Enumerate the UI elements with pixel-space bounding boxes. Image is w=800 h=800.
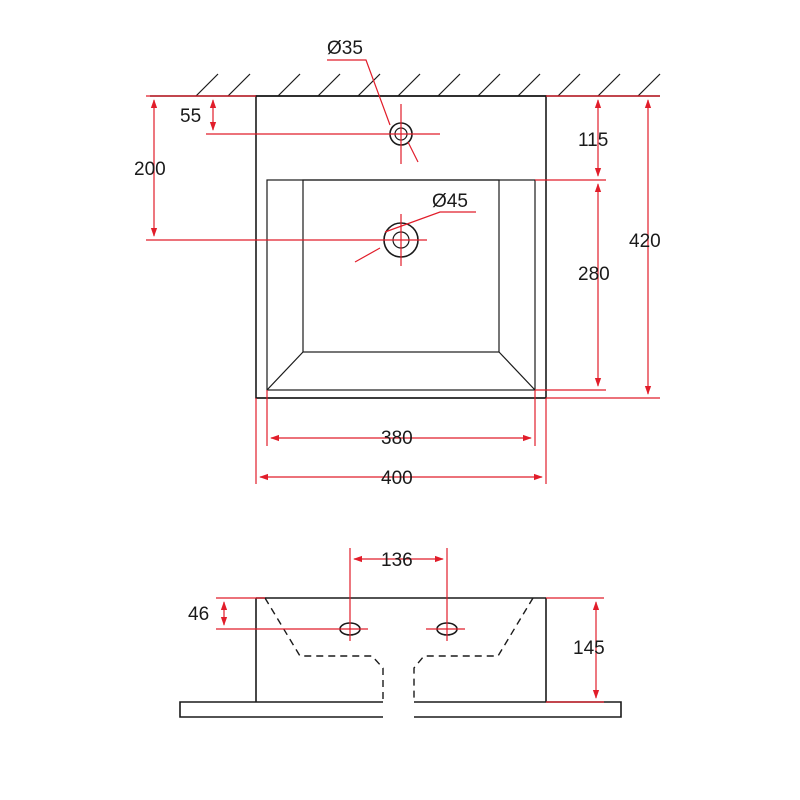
dim-136: 136 (349, 548, 448, 641)
dim-136-label: 136 (381, 550, 413, 571)
dim-380: 380 (266, 390, 536, 449)
dim-55: 55 (180, 95, 440, 135)
dim-55-label: 55 (180, 106, 201, 127)
basin-hidden-profile (264, 597, 534, 702)
dim-46: 46 (188, 597, 465, 630)
dim-400-label: 400 (381, 468, 413, 489)
dim-400: 400 (255, 398, 547, 489)
dim-200: 200 (134, 95, 375, 241)
basin-side-outline (179, 597, 622, 718)
dim-46-label: 46 (188, 604, 209, 625)
dim-faucet-diameter: Ø35 (327, 38, 419, 163)
basin-top-outline (255, 95, 547, 399)
wall-hatching (150, 73, 661, 97)
faucet-hole-label: Ø35 (327, 38, 363, 59)
dim-280-label: 280 (578, 264, 610, 285)
drain-hole (375, 214, 427, 266)
dim-420: 420 (546, 95, 661, 399)
drain-hole-label: Ø45 (432, 191, 468, 212)
dim-380-label: 380 (381, 428, 413, 449)
dim-200-label: 200 (134, 159, 166, 180)
dim-115: 115 (535, 95, 608, 181)
dim-145-label: 145 (573, 638, 605, 659)
dim-280: 280 (535, 183, 610, 391)
dim-145: 145 (546, 597, 605, 703)
dim-420-label: 420 (629, 231, 661, 252)
dim-drain-diameter: Ø45 (354, 191, 476, 263)
dim-115-label: 115 (578, 130, 608, 151)
